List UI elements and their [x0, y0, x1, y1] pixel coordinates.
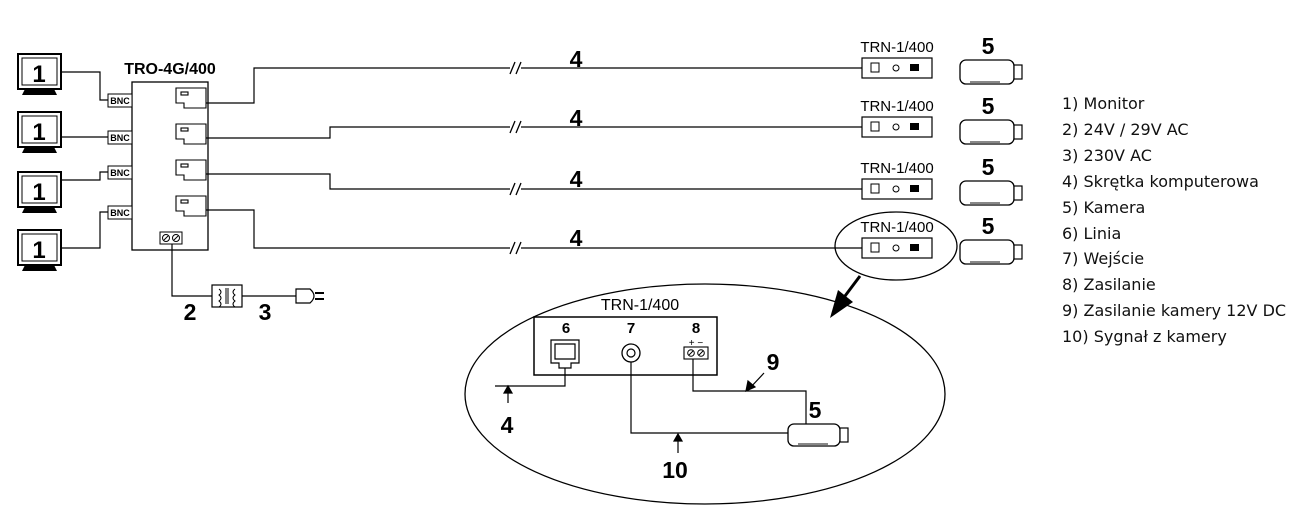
plug-ref: 3 — [259, 299, 272, 325]
line-ref: 6 — [562, 320, 570, 337]
legend-item: 8) Zasilanie — [1062, 275, 1156, 295]
legend: 1) Monitor 2) 24V / 29V AC 3) 230V AC 4)… — [1062, 91, 1286, 350]
bnc-connector: BNC — [107, 165, 133, 180]
camera-icon: 5 — [959, 154, 1023, 206]
supply-ref: 2 — [184, 299, 197, 325]
camera-icon: 5 — [959, 93, 1023, 145]
legend-item: 5) Kamera — [1062, 197, 1146, 217]
rj45-socket-icon — [550, 339, 580, 369]
plug-icon — [295, 288, 324, 304]
remote-unit-title: TRN-1/400 — [860, 98, 933, 115]
input-ref: 7 — [627, 320, 635, 337]
monitor-number: 1 — [32, 179, 45, 206]
bnc-connector: BNC — [107, 93, 133, 108]
camera-power-ref: 9 — [767, 349, 780, 375]
bnc-connector: BNC — [107, 130, 133, 145]
monitor-3: 1 — [17, 171, 62, 213]
rj45-port-icon — [175, 159, 207, 181]
power-terminal-icon — [159, 231, 183, 245]
camera-icon: 5 — [959, 33, 1023, 85]
legend-item: 1) Monitor — [1062, 94, 1145, 113]
cable-ref: 4 — [570, 225, 583, 251]
monitor-2: 1 — [17, 111, 62, 153]
polarity-label: + − — [689, 338, 704, 349]
svg-text:BNC: BNC — [110, 168, 130, 178]
cable-ref: 4 — [570, 105, 583, 131]
svg-text:BNC: BNC — [110, 133, 130, 143]
bnc-connector: BNC — [107, 205, 133, 220]
camera-ref: 5 — [982, 213, 995, 239]
legend-item: 3) 230V AC — [1062, 145, 1152, 165]
camera-ref: 5 — [809, 397, 822, 423]
legend-item: 9) Zasilanie kamery 12V DC — [1062, 301, 1287, 321]
remote-unit-title: TRN-1/400 — [860, 39, 933, 56]
remote-unit-3: TRN-1/400 — [860, 160, 934, 200]
transformer-icon — [211, 284, 243, 308]
legend-item: 7) Wejście — [1062, 249, 1145, 269]
camera-signal-ref: 10 — [662, 457, 688, 483]
main-unit — [131, 81, 209, 251]
remote-unit-2: TRN-1/400 — [860, 98, 934, 138]
legend-item: 10) Sygnał z kamery — [1062, 327, 1227, 347]
highlight-ellipse — [834, 211, 958, 281]
rj45-port-icon — [175, 195, 207, 217]
monitor-4: 1 — [17, 229, 62, 271]
cable-ref: 4 — [501, 412, 514, 438]
monitor-1: 1 — [17, 53, 62, 95]
cable-ref: 4 — [570, 166, 583, 192]
line-break-icon — [509, 61, 522, 255]
detail-ellipse — [464, 283, 946, 505]
monitor-number: 1 — [32, 119, 45, 146]
remote-unit-4: TRN-1/400 — [860, 219, 934, 259]
monitor-number: 1 — [32, 61, 45, 88]
remote-unit-1: TRN-1/400 — [860, 39, 934, 79]
cable-ref: 4 — [570, 46, 583, 72]
camera-icon: 5 — [959, 213, 1023, 265]
detail-unit-title: TRN-1/400 — [601, 297, 679, 314]
power-socket-icon — [683, 346, 709, 360]
svg-text:BNC: BNC — [110, 96, 130, 106]
main-unit-title: TRO-4G/400 — [124, 61, 216, 78]
camera-ref: 5 — [982, 33, 995, 59]
rj45-port-icon — [175, 87, 207, 109]
remote-unit-title: TRN-1/400 — [860, 219, 933, 236]
monitor-number: 1 — [32, 237, 45, 264]
camera-icon: 5 — [787, 397, 849, 447]
legend-item: 4) Skrętka komputerowa — [1062, 171, 1259, 191]
rj45-port-icon — [175, 123, 207, 145]
arrow-icon — [502, 372, 765, 453]
svg-text:BNC: BNC — [110, 208, 130, 218]
legend-item: 2) 24V / 29V AC — [1062, 119, 1189, 139]
remote-unit-title: TRN-1/400 — [860, 160, 933, 177]
camera-ref: 5 — [982, 93, 995, 119]
power-ref: 8 — [692, 320, 700, 337]
camera-ref: 5 — [982, 154, 995, 180]
legend-item: 6) Linia — [1062, 223, 1122, 243]
